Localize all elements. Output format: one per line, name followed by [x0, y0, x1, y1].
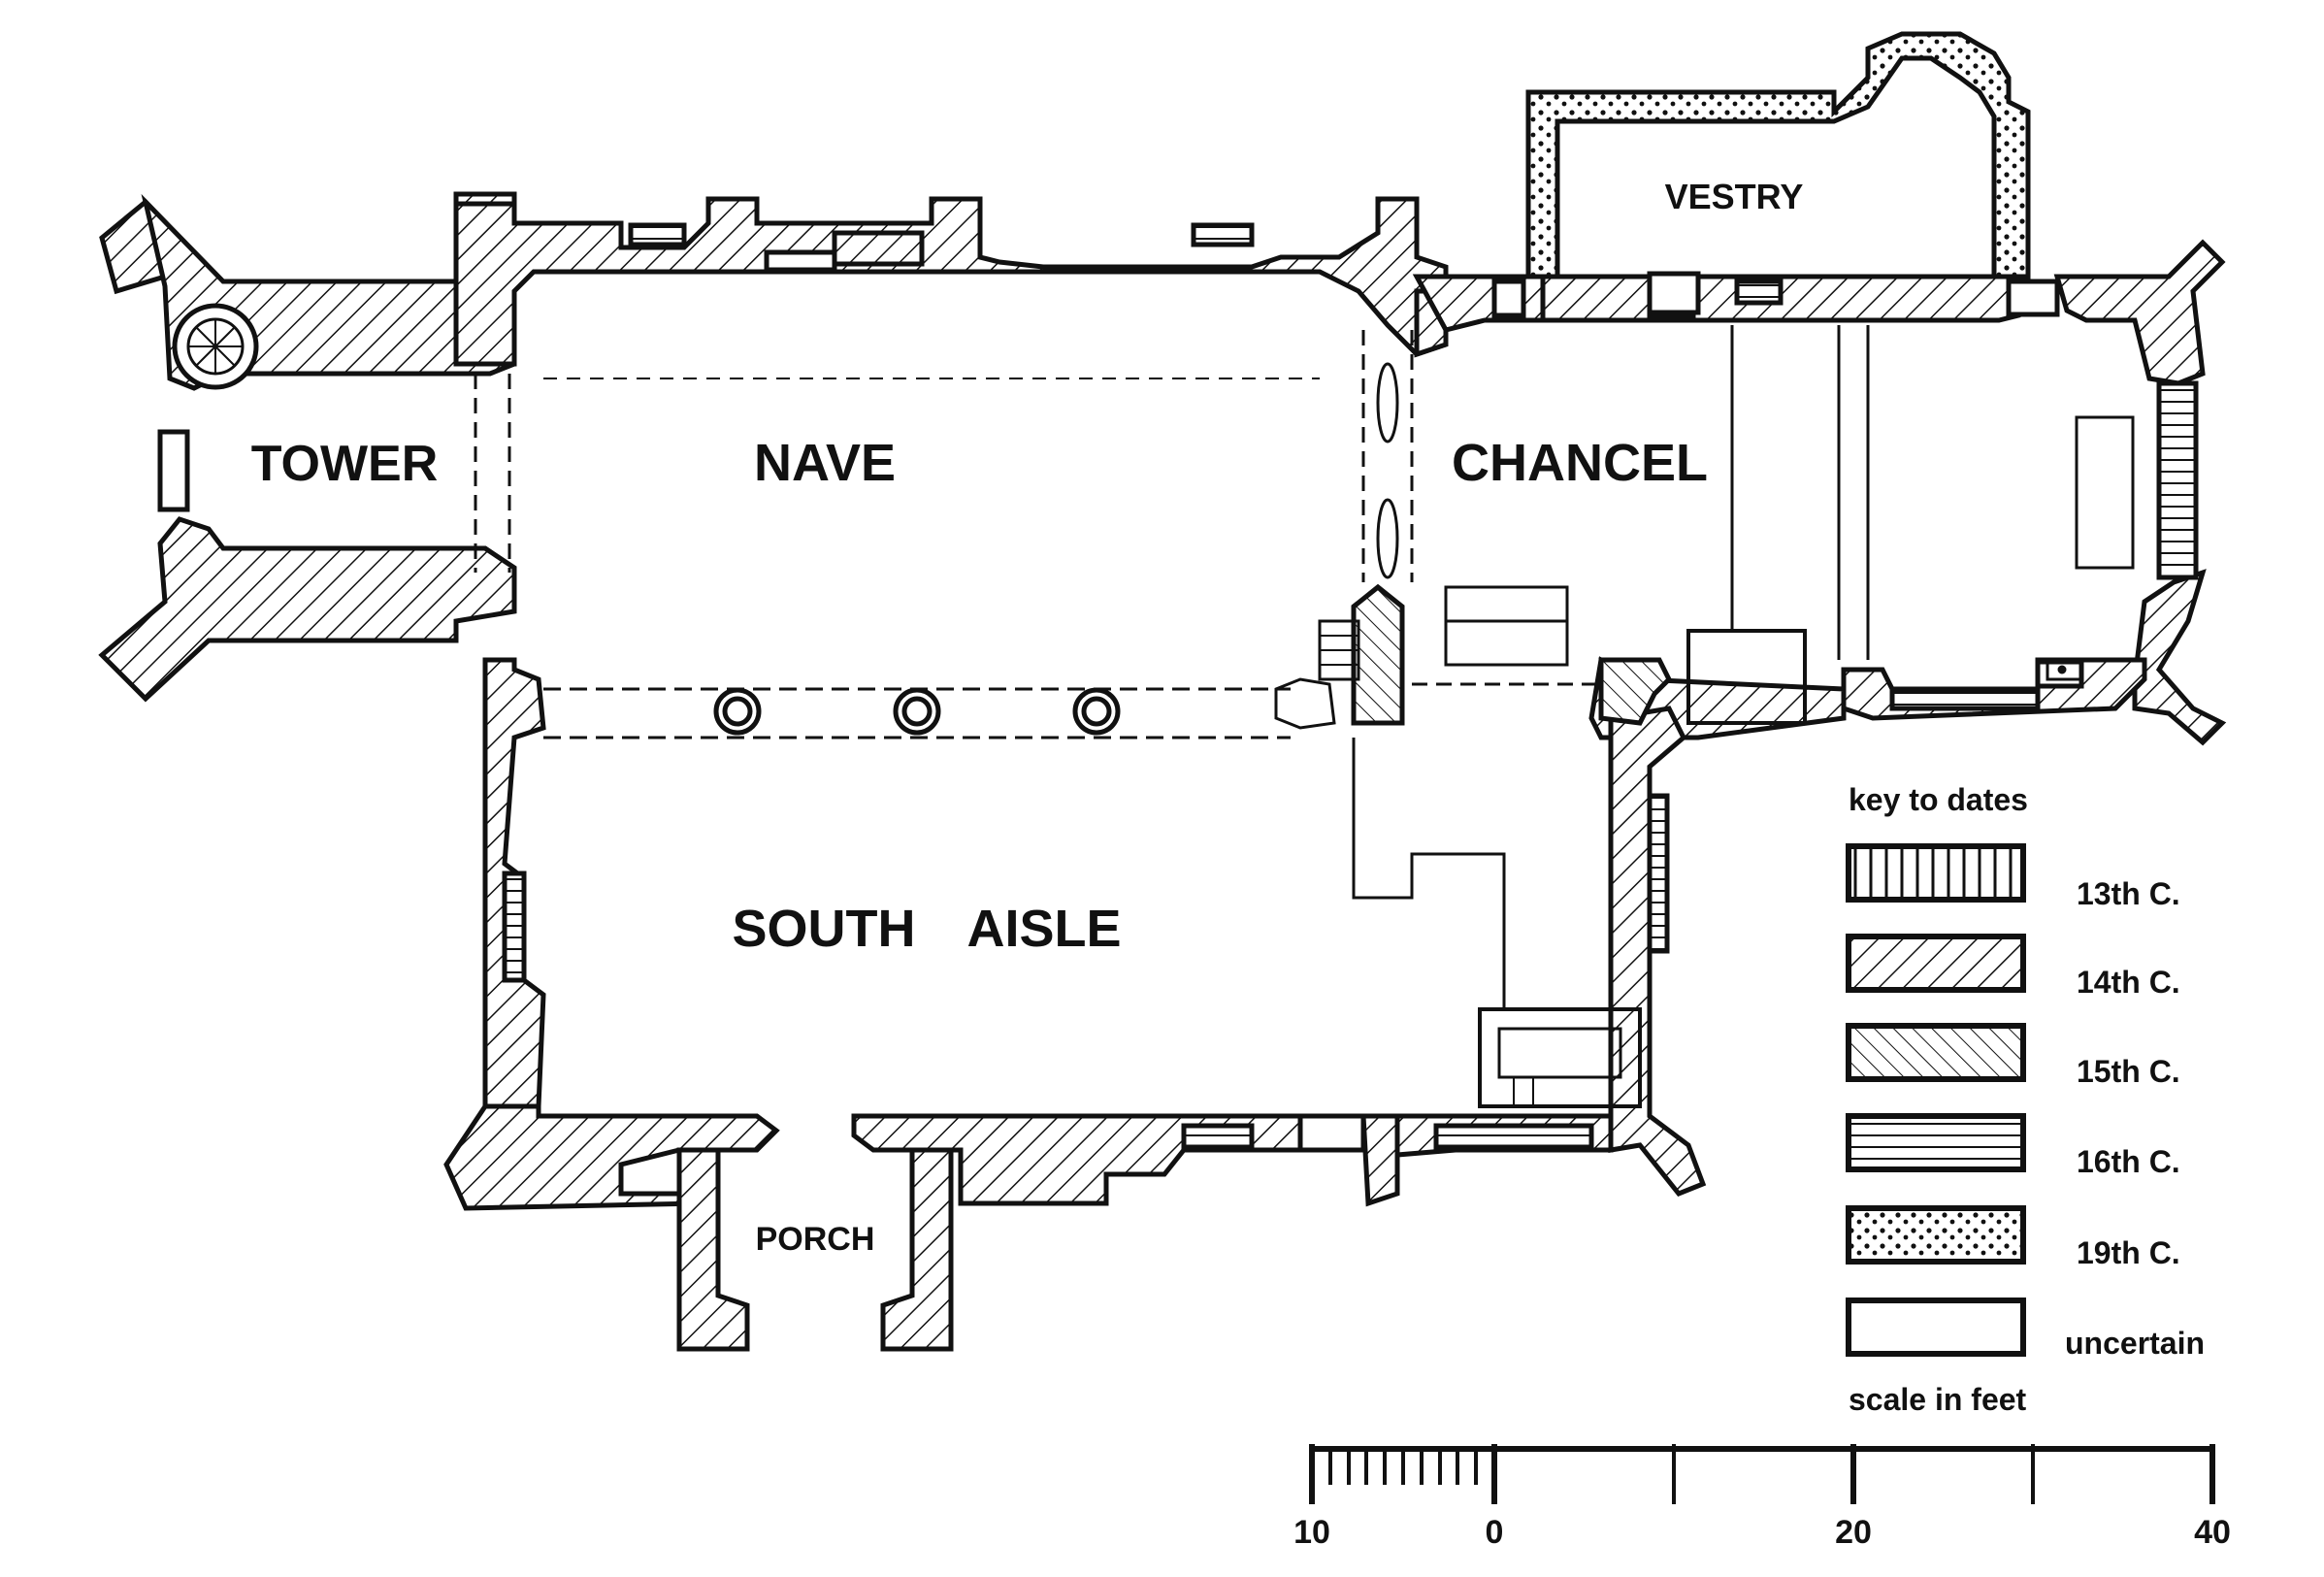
south-aisle-west-window [502, 871, 527, 983]
key-label-uncertain: uncertain [2065, 1326, 2205, 1361]
nave-label: NAVE [754, 434, 896, 492]
scale-tick-20: 20 [1835, 1514, 1872, 1551]
key-swatch-15th [1846, 1023, 2026, 1082]
key-to-dates: key to dates 13th C. 14th C. 15th C. 16t… [1846, 782, 2205, 1361]
nave-north-window-1 [628, 222, 687, 247]
chancel-wall-east [2053, 239, 2226, 386]
key-label-13th: 13th C. [2077, 876, 2180, 911]
fittings [474, 325, 2135, 1108]
chancel-south-window [1889, 688, 2041, 711]
key-title: key to dates [1849, 782, 2028, 817]
chancel-label: CHANCEL [1452, 434, 1708, 492]
key-label-14th: 14th C. [2077, 965, 2180, 1000]
scale-bar: scale in feet 10 0 20 40 [1293, 1382, 2231, 1551]
nave-wall-north [453, 194, 1449, 367]
scale-tick-0: 0 [1486, 1514, 1504, 1551]
chancel-east-window [2156, 380, 2199, 580]
nave-north-window-2 [764, 249, 837, 273]
scale-tick-10: 10 [1293, 1514, 1330, 1551]
key-label-15th: 15th C. [2077, 1054, 2180, 1089]
chancel-pew [1444, 585, 1569, 667]
key-swatch-uncertain [1846, 1298, 2026, 1357]
rood-stair-pier [1351, 583, 1405, 726]
chancel-north-window-4 [2006, 279, 2060, 317]
nave-north-window-3 [1191, 222, 1255, 247]
chapel-outline [1352, 738, 1640, 1011]
tower-wall-south [98, 516, 517, 703]
vestry-wall [1525, 31, 2031, 279]
vestry-door [1647, 271, 1701, 315]
key-swatch-13th [1846, 843, 2026, 903]
chancel-north-window-3 [1734, 279, 1784, 306]
south-aisle-wall-south [443, 1103, 780, 1211]
chancel-north-window-1 [1491, 279, 1526, 318]
tower-label: TOWER [251, 436, 439, 492]
south-aisle-south-door [1297, 1113, 1366, 1153]
south-aisle-wall-east [1608, 706, 1707, 1198]
chancel-arch-south-pier [1598, 657, 1673, 726]
tower-west-window [157, 429, 190, 512]
key-label-19th: 19th C. [2077, 1235, 2180, 1270]
nave-north-window-4 [832, 230, 925, 267]
south-aisle-east-window [1647, 793, 1670, 954]
south-aisle-south-buttress [1360, 1113, 1400, 1207]
south-aisle-label: SOUTH AISLE [732, 900, 1121, 958]
porch-label: PORCH [756, 1221, 875, 1258]
arcade-respond-east [1274, 677, 1336, 730]
scale-tick-40: 40 [2194, 1514, 2231, 1551]
key-swatch-14th [1846, 934, 2026, 993]
key-swatch-16th [1846, 1113, 2026, 1172]
porch-walls [676, 1147, 750, 1352]
walls [98, 31, 2227, 1352]
chancel-wall-east-south [2132, 569, 2227, 746]
se-corner-stair [1478, 1007, 1642, 1108]
south-aisle-south-window-2 [1433, 1123, 1594, 1150]
piscina [2046, 658, 2083, 681]
chancel-south-door [2035, 659, 2084, 689]
room-labels: TOWER NAVE CHANCEL VESTRY SOUTH AISLE PO… [251, 177, 1804, 1258]
altar [2075, 415, 2135, 570]
key-label-16th: 16th C. [2077, 1144, 2180, 1179]
chancel-tomb [1686, 629, 1807, 725]
vestry-label: VESTRY [1665, 177, 1804, 216]
key-swatch-19th [1846, 1205, 2026, 1265]
porch-walls-east [880, 1147, 954, 1352]
south-aisle-south-window [1181, 1123, 1255, 1150]
scale-title: scale in feet [1849, 1382, 2027, 1417]
